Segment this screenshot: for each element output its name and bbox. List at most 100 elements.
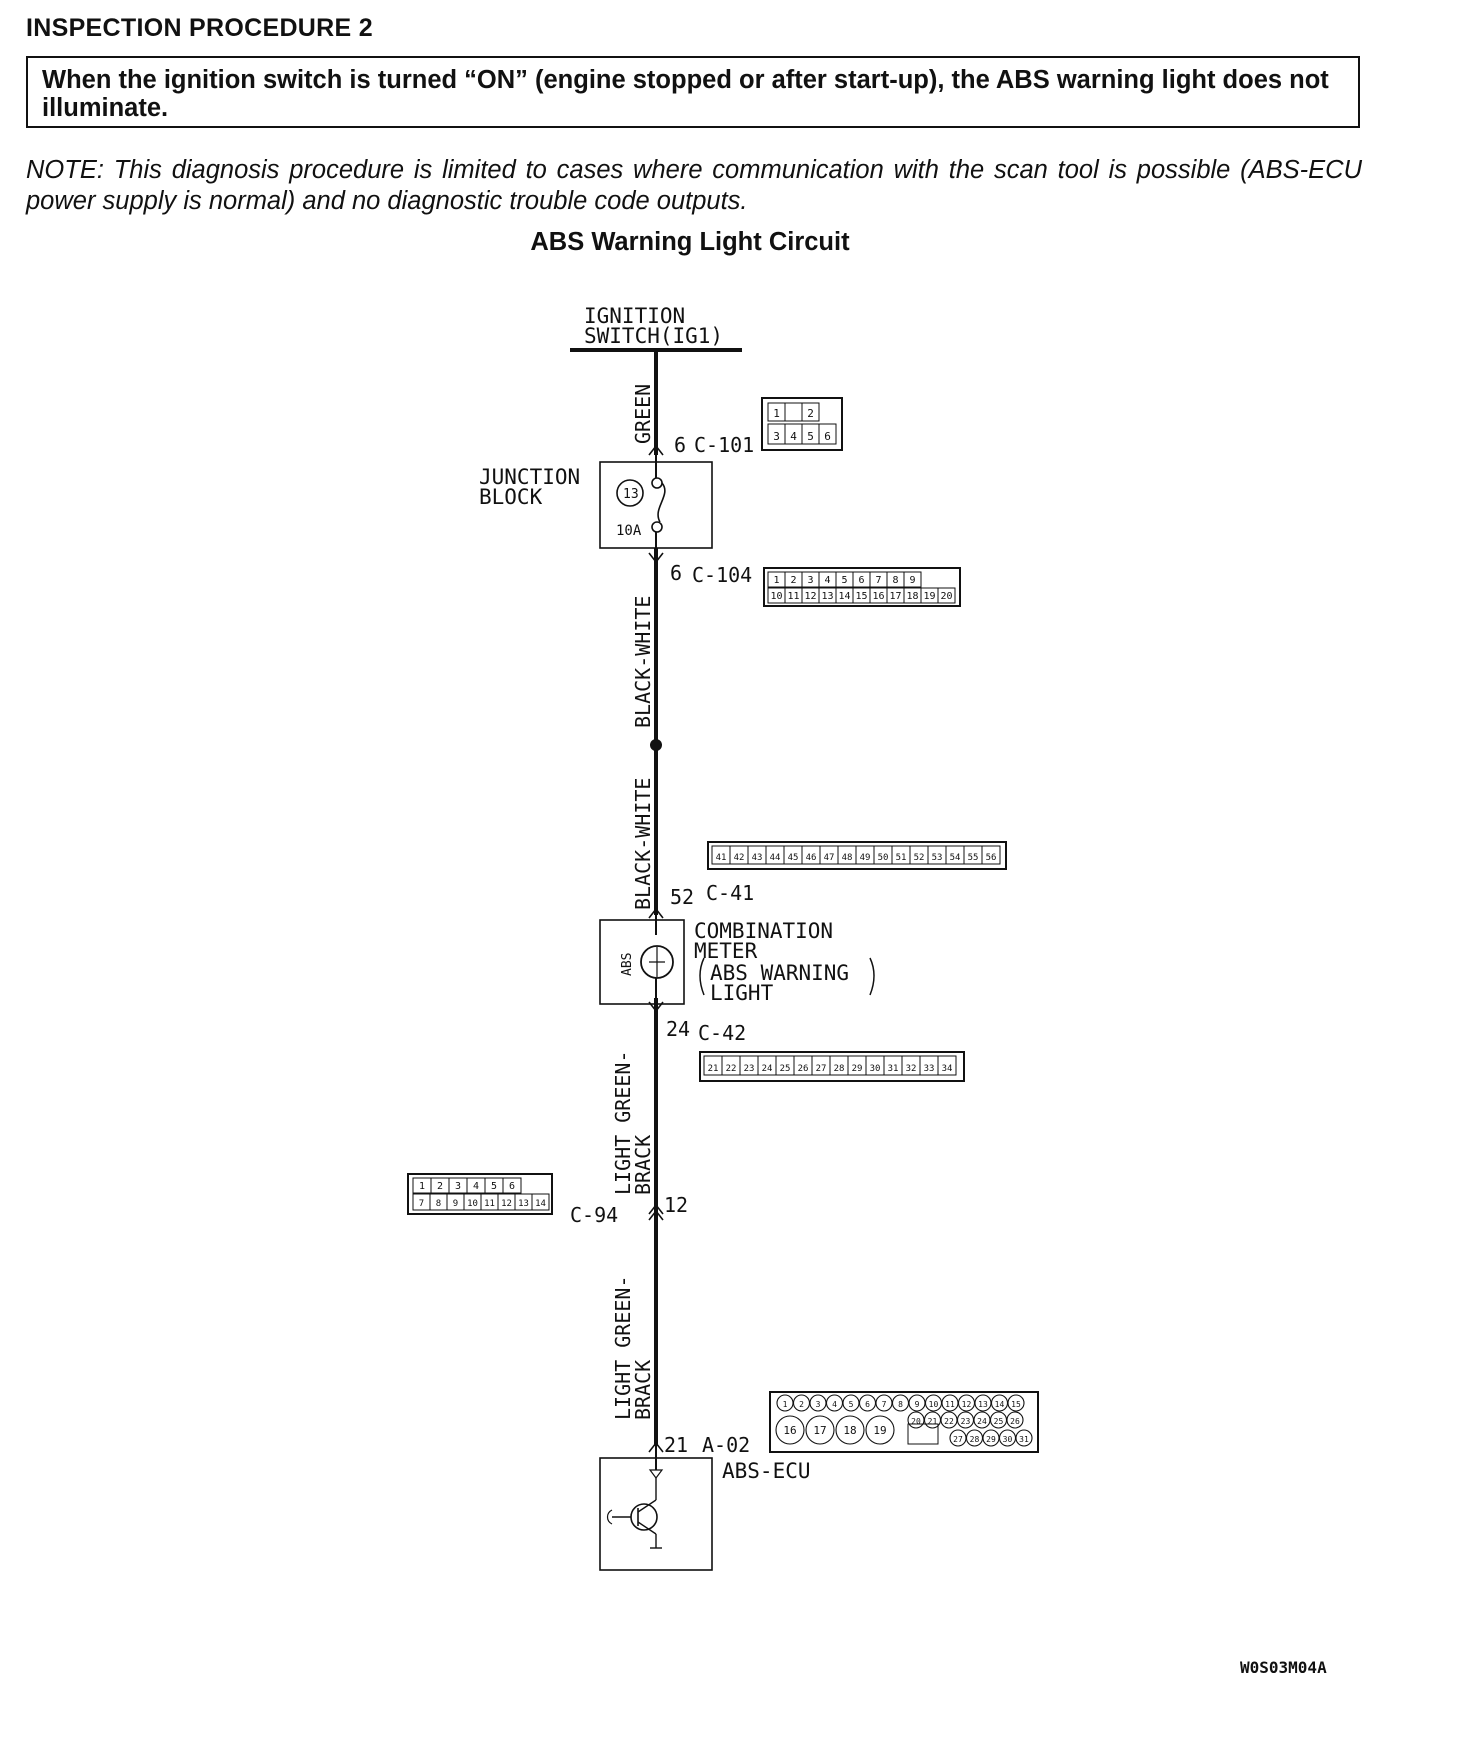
- wire-label-light-green-lower-2: BRACK: [631, 1360, 655, 1420]
- c94-bottom-pin-label: 13: [518, 1199, 529, 1209]
- ignition-label-line1: IGNITION: [584, 304, 685, 328]
- fuse-terminal-top: [651, 477, 663, 489]
- a02-pin-label: 10: [929, 1400, 939, 1409]
- c41-pin-label: 55: [968, 853, 979, 863]
- c104-top-pin-label: 8: [892, 575, 898, 586]
- c104-top-cell: [903, 571, 922, 588]
- junction-label-line1: JUNCTION: [479, 465, 580, 489]
- a02-pin: 21: [664, 1433, 688, 1457]
- c94-top-pin-label: 3: [455, 1181, 461, 1192]
- c101-top-pin-label: 1: [773, 407, 780, 420]
- a02-pin-label: 22: [944, 1417, 954, 1426]
- c101-top-pin-label: 2: [807, 407, 814, 420]
- c42-pin-label: 27: [816, 1064, 827, 1074]
- c42-connector-face: [699, 1051, 965, 1082]
- a02-pin-label: 5: [849, 1400, 854, 1409]
- a02-large-pin: [865, 1415, 895, 1445]
- c94-bottom-pin-label: 11: [484, 1199, 495, 1209]
- c94-top-pin-label: 2: [437, 1181, 443, 1192]
- meter-label-line1: COMBINATION: [694, 919, 833, 943]
- c94-bottom-pin-label: 14: [535, 1199, 546, 1209]
- c101-bottom-cell: [818, 423, 837, 445]
- a02-pin-label: 30: [1003, 1435, 1013, 1444]
- a02-pin-label: 13: [978, 1400, 988, 1409]
- symptom-box: When the ignition switch is turned “ON” …: [26, 56, 1360, 128]
- c94-top-pin-label: 6: [509, 1181, 515, 1192]
- c104-name: C-104: [692, 563, 752, 587]
- c104-top-pin-label: 7: [875, 575, 881, 586]
- c42-pin-label: 22: [726, 1064, 737, 1074]
- fuse-symbol: [657, 482, 666, 523]
- c101-bottom-pin-label: 5: [807, 430, 814, 443]
- c41-pin-label: 46: [806, 853, 817, 863]
- c42-pin-label: 25: [780, 1064, 791, 1074]
- c104-bottom-pin-label: 16: [872, 591, 884, 602]
- c42-pin-label: 28: [834, 1064, 845, 1074]
- a02-pin-label: 15: [1011, 1400, 1021, 1409]
- c42-name: C-42: [698, 1021, 746, 1045]
- fuse-number-circle: [616, 479, 644, 507]
- junction-label-line2: BLOCK: [479, 485, 543, 509]
- c104-connector-face: [763, 567, 961, 607]
- meter-label-line4: LIGHT: [710, 981, 774, 1005]
- c94-bottom-pin-label: 10: [467, 1199, 478, 1209]
- a02-pin-label: 9: [915, 1400, 920, 1409]
- a02-connector-face: [769, 1391, 1039, 1453]
- wire-label-green: GREEN: [631, 384, 655, 444]
- c41-pin-label: 42: [734, 853, 745, 863]
- wire-label-light-green-lower-1: LIGHT GREEN-: [611, 1276, 635, 1421]
- c41-pin-label: 53: [932, 853, 943, 863]
- c104-top-pin-label: 2: [790, 575, 796, 586]
- a02-pin-label: 29: [986, 1435, 996, 1444]
- c101-top-cell: [801, 402, 820, 422]
- c42-pin-label: 32: [906, 1064, 917, 1074]
- wire-label-light-green-upper-1: LIGHT GREEN-: [611, 1051, 635, 1196]
- c104-bottom-pin-label: 14: [838, 591, 850, 602]
- c41-pin-label: 54: [950, 853, 961, 863]
- meter-label-line3: ABS WARNING: [710, 961, 849, 985]
- a02-pin: [1007, 1394, 1025, 1412]
- a02-pin-label: 8: [898, 1400, 903, 1409]
- c42-pin-label: 23: [744, 1064, 755, 1074]
- c94-bottom-pin-label: 12: [501, 1199, 512, 1209]
- c101-connector-face: [761, 397, 843, 451]
- fuse-rating: 10A: [616, 523, 642, 539]
- c104-bottom-cell: [937, 587, 956, 604]
- c42-pin-label: 31: [888, 1064, 899, 1074]
- fuse-terminal-bottom: [651, 521, 663, 533]
- a02-pin: [1015, 1429, 1033, 1447]
- a02-pin-label: 7: [882, 1400, 887, 1409]
- c42-pin-label: 21: [708, 1064, 719, 1074]
- ecu-label: ABS-ECU: [722, 1459, 811, 1483]
- a02-large-pin: [805, 1415, 835, 1445]
- c41-pin-label: 51: [896, 853, 907, 863]
- c101-pin: 6: [674, 433, 686, 457]
- c104-bottom-pin-label: 18: [906, 591, 918, 602]
- ignition-label-line2: SWITCH(IG1): [584, 324, 723, 348]
- c94-bottom-pin-label: 7: [419, 1199, 424, 1209]
- c41-pin-label: 45: [788, 853, 799, 863]
- a02-large-pin-label: 18: [843, 1424, 856, 1437]
- c94-top-pin-label: 1: [419, 1181, 425, 1192]
- c104-bottom-pin-label: 12: [804, 591, 816, 602]
- a02-pin-label: 27: [953, 1435, 963, 1444]
- c94-bottom-cell: [531, 1193, 550, 1211]
- c94-connector-face: [407, 1173, 553, 1215]
- c41-pin: 52: [670, 885, 694, 909]
- fuse-number: 13: [623, 487, 639, 502]
- c101-top-cell: [784, 402, 803, 422]
- a02-pin-label: 24: [977, 1417, 987, 1426]
- c41-pin-label: 50: [878, 853, 889, 863]
- note-text: NOTE: This diagnosis procedure is limite…: [26, 156, 1362, 215]
- a02-pin-label: 31: [1019, 1435, 1029, 1444]
- c94-pin: 12: [664, 1193, 688, 1217]
- a02-pin-label: 23: [961, 1417, 971, 1426]
- c104-pin: 6: [670, 561, 682, 585]
- c41-pin-label: 44: [770, 853, 781, 863]
- abs-lamp-label: ABS: [620, 953, 635, 976]
- a02-name: A-02: [702, 1433, 750, 1457]
- c94-bottom-pin-label: 8: [436, 1199, 441, 1209]
- c104-top-pin-label: 1: [773, 575, 779, 586]
- a02-pin-label: 21: [928, 1417, 938, 1426]
